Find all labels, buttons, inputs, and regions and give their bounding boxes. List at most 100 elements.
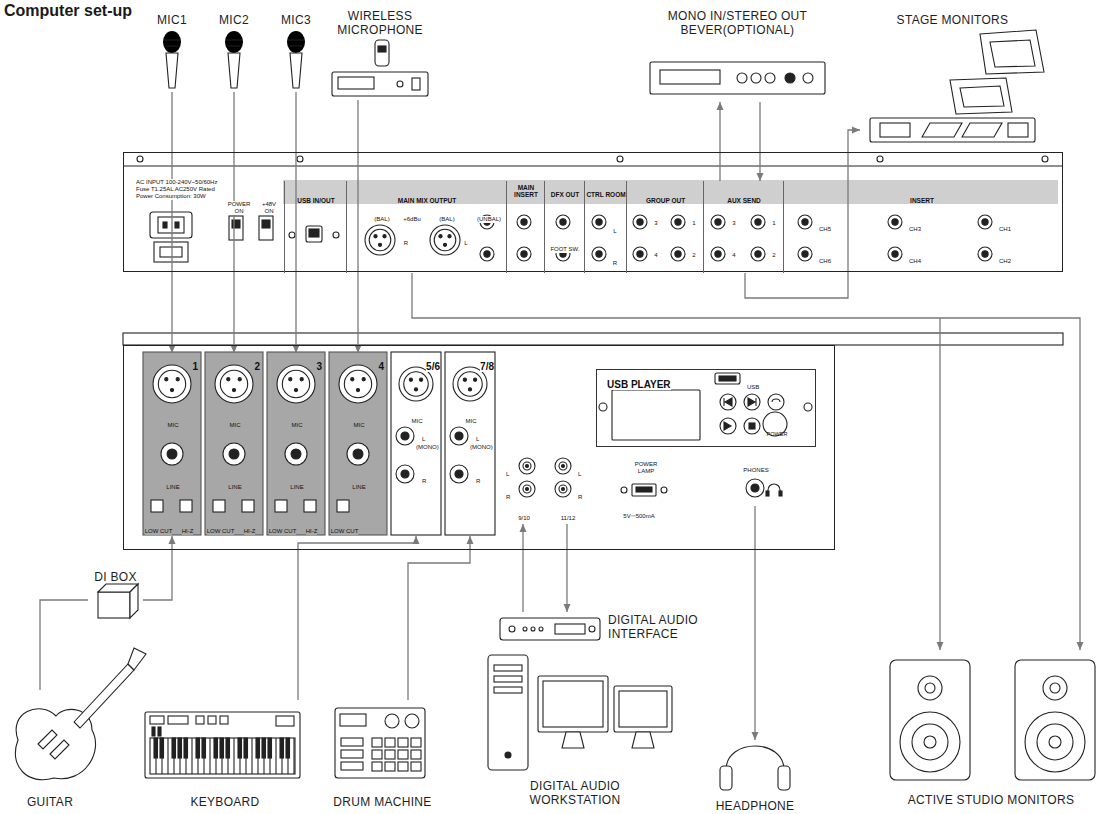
jack-socket [711, 215, 725, 229]
wireless-receiver [338, 77, 374, 89]
text-holder: CH6 [819, 249, 845, 267]
keyboard-control [276, 716, 294, 726]
text-holder: (BAL) [434, 207, 460, 225]
monitor-tweeter [1050, 683, 1060, 693]
jack-socket [291, 449, 301, 459]
panel-label: LINE [352, 484, 365, 491]
jack-socket [755, 219, 761, 225]
rear-panel: AC INPUT 100-240V~50/60Hz Fuse T1.25AL A… [123, 152, 1063, 272]
text-holder: +6dBu [399, 207, 425, 225]
panel-label: L [578, 471, 581, 478]
panel-label: HI-Z [244, 528, 256, 535]
arrow-head [293, 345, 300, 353]
cable-line [143, 536, 172, 600]
xlr-pin [294, 388, 297, 391]
drum-pad [398, 762, 408, 771]
text-holder: AC INPUT 100-240V~50/60Hz Fuse T1.25AL A… [136, 179, 228, 202]
keyboard-key [184, 738, 188, 758]
jack-socket [396, 427, 414, 445]
text-holder: LOW CUT [144, 519, 173, 537]
signal-cable [717, 102, 764, 181]
reverb-knob [785, 73, 795, 83]
reverb-unit: MONO IN/STEREO OUT BEVER(OPTIONAL) [640, 8, 837, 102]
jack-socket [715, 219, 721, 225]
microphone-icon [226, 40, 242, 46]
text-holder: HEADPHONE [705, 796, 805, 814]
panel-label: 4 [732, 252, 735, 259]
section-header: AUX SEND [727, 197, 761, 204]
text-holder: AUX SEND [704, 189, 784, 207]
studio-monitor [1015, 660, 1095, 780]
computer-tower [494, 665, 522, 671]
text-holder: LOW CUT [330, 519, 359, 537]
jack-socket [978, 247, 992, 261]
jack-socket [637, 219, 643, 225]
drum-pad [411, 762, 421, 771]
keyboard-key [154, 738, 158, 758]
device-label: MIC1 [157, 14, 187, 28]
panel-screw [1042, 156, 1048, 162]
keyboard-key [262, 738, 266, 758]
xlr-pin [374, 235, 377, 238]
cable-line [719, 102, 720, 181]
panel-label: MIC [292, 422, 303, 429]
panel-label: R [506, 494, 510, 501]
device-label: MIC2 [219, 14, 249, 28]
text-holder: 4 [730, 243, 738, 261]
di-box [98, 592, 130, 618]
text-holder: DIGITAL AUDIO INTERFACE [608, 614, 723, 642]
xlr-socket [404, 372, 428, 396]
channel-strip [267, 352, 325, 535]
drum-machine [340, 714, 366, 726]
text-holder: 2 [244, 356, 260, 374]
drum-pad [372, 738, 382, 747]
rca-input: LR9/10 [504, 456, 544, 524]
push-button [180, 500, 192, 512]
jack-socket [671, 215, 685, 229]
text-holder: L [506, 462, 514, 480]
main-insert: MAIN INSERT [506, 181, 547, 273]
reverb-knob [751, 73, 761, 83]
cable-line [408, 536, 470, 700]
signal-cable [564, 524, 571, 612]
cable-line [233, 92, 234, 353]
keyboard-key [286, 738, 290, 758]
player-screen [612, 390, 700, 440]
panel-label: R [613, 260, 617, 267]
keyboard-key [202, 738, 206, 758]
panel-screw [599, 403, 607, 411]
signal-cable [169, 92, 176, 353]
xlr-pin [289, 378, 292, 381]
jack-socket [982, 251, 988, 257]
panel-screw [877, 156, 883, 162]
audio-interface [531, 627, 535, 631]
panel-screw [297, 156, 303, 162]
power-amplifier [870, 118, 1035, 142]
text-holder: 3 [730, 211, 738, 229]
xlr-pin [443, 243, 446, 246]
ac-socket [150, 212, 192, 238]
power-amplifier [1008, 123, 1028, 137]
usb-port [309, 229, 319, 237]
rca-socket [555, 458, 571, 474]
studio-monitors: ACTIVE STUDIO MONITORS [880, 650, 1102, 812]
keyboard-key [256, 738, 260, 758]
text-holder: 2 [690, 243, 698, 261]
panel-label: POWER ON [227, 201, 251, 215]
text-holder: DRUM MACHINE [320, 792, 445, 810]
power-amplifier [962, 123, 1002, 137]
panel-label: 5/6 [426, 361, 440, 372]
guitar-neck [74, 664, 134, 728]
device-label: ACTIVE STUDIO MONITORS [908, 794, 1074, 808]
jack-socket [888, 247, 902, 261]
signal-cable [355, 100, 362, 353]
keyboard-key [172, 738, 176, 758]
rca-socket [559, 485, 567, 493]
reverb-knob [737, 73, 747, 83]
xlr-socket [434, 229, 456, 251]
jack-socket [161, 443, 183, 465]
xlr-socket [153, 365, 191, 403]
panel-label: 11/12 [561, 515, 576, 522]
usb-port [632, 484, 656, 496]
